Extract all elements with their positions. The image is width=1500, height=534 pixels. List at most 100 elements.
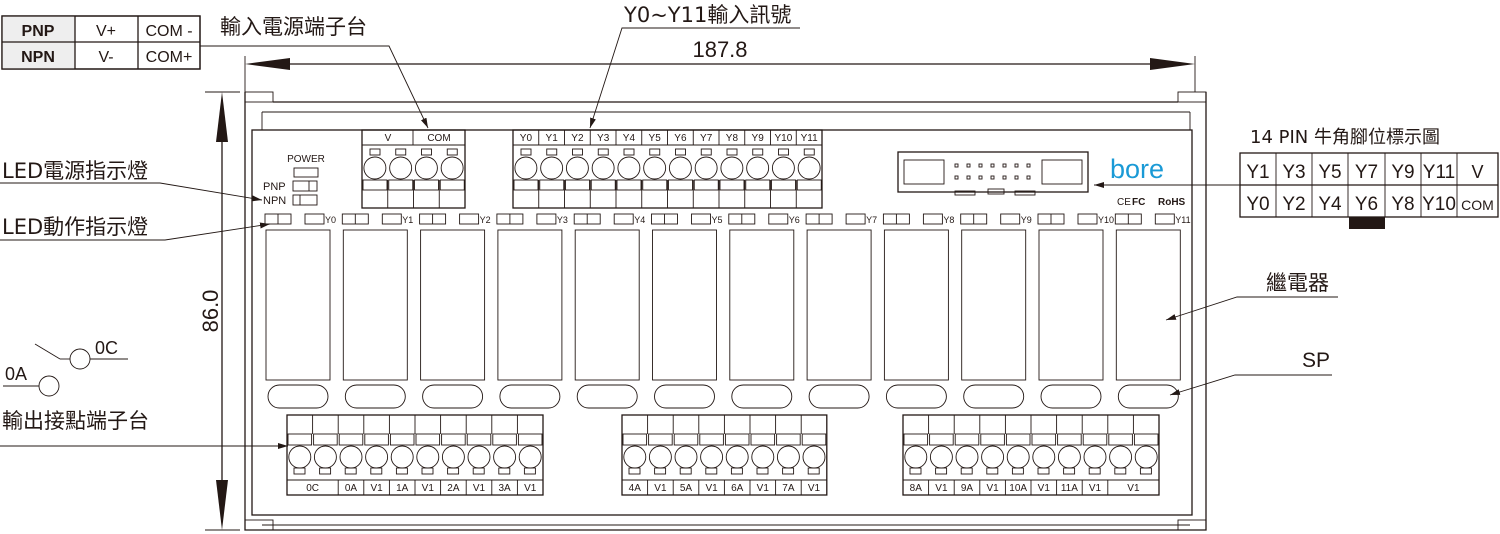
screw-hole xyxy=(416,445,440,469)
output-label: 4A xyxy=(629,483,642,494)
led-label: Y11 xyxy=(1175,215,1190,225)
terminal-lever xyxy=(801,433,827,446)
header-pin xyxy=(1014,163,1019,168)
terminal-led xyxy=(395,467,408,475)
relay xyxy=(497,229,563,381)
pnp-led-label: PNP xyxy=(263,181,286,193)
terminal-led xyxy=(421,467,434,475)
screw-hole xyxy=(540,156,564,180)
relay xyxy=(1115,229,1181,381)
terminal-led xyxy=(628,467,641,475)
terminal-lever xyxy=(388,179,414,191)
terminal-lever xyxy=(1057,433,1082,446)
screw-hole xyxy=(668,156,692,180)
terminal-lever xyxy=(590,179,616,191)
output-label: 11A xyxy=(1061,483,1078,494)
terminal-led xyxy=(935,467,948,475)
screw-hole xyxy=(981,445,1005,469)
terminal-led xyxy=(756,467,769,475)
output-label: V1 xyxy=(986,483,999,494)
relay-channel-3: Y3 xyxy=(496,213,568,409)
led-pad xyxy=(304,213,325,225)
screw-hole xyxy=(365,445,389,469)
screw-hole xyxy=(1083,445,1107,469)
screw-hole xyxy=(694,156,718,180)
terminal-lever xyxy=(492,433,517,446)
terminal-led xyxy=(498,467,511,475)
terminal-lever xyxy=(954,433,980,446)
terminal-lever xyxy=(642,179,668,191)
terminal-led xyxy=(344,467,357,475)
header-pin xyxy=(978,163,983,168)
led-label: Y7 xyxy=(866,215,877,225)
terminal-led xyxy=(370,467,383,475)
screw-hole xyxy=(1057,445,1081,469)
output-label: V1 xyxy=(808,483,821,494)
terminal-lever xyxy=(313,433,338,446)
callout-output-terminal: 輸出接點端子台 xyxy=(2,409,149,433)
cert-fc: FC xyxy=(1132,197,1145,208)
terminal-lever xyxy=(1031,433,1057,446)
terminal-led xyxy=(726,148,738,156)
relay-channel-10: Y10 xyxy=(1037,213,1114,409)
terminal-lever xyxy=(693,179,719,191)
header-pin xyxy=(1026,175,1031,180)
screw-hole xyxy=(617,156,641,180)
screw-hole xyxy=(390,445,414,469)
relay-channel-9: Y9 xyxy=(960,213,1032,409)
npn-led-label: NPN xyxy=(263,195,286,207)
screw-hole xyxy=(720,156,744,180)
terminal-led xyxy=(572,148,583,156)
screw-hole xyxy=(518,445,542,469)
terminal-led xyxy=(752,148,764,156)
header-pin xyxy=(990,175,995,180)
relay xyxy=(265,229,331,381)
terminal-lever xyxy=(287,433,313,446)
terminal-led xyxy=(675,148,686,156)
power-leds: POWER PNP NPN xyxy=(263,154,325,207)
relay-channel-11: Y11 xyxy=(1114,213,1191,409)
output-label: V1 xyxy=(370,483,383,494)
terminal-lever xyxy=(719,179,745,191)
npn-com: COM+ xyxy=(146,49,193,66)
width-value: 187.8 xyxy=(692,37,747,62)
screw-hole xyxy=(313,445,337,469)
callout-input-power: 輸入電源端子台 xyxy=(220,15,367,39)
output-label: V1 xyxy=(654,483,667,494)
screw-hole xyxy=(339,445,363,469)
terminal-lever xyxy=(929,433,954,446)
screw-hole xyxy=(591,156,615,180)
input-label: Y4 xyxy=(623,133,636,144)
output-label: V1 xyxy=(705,483,718,494)
header-pin xyxy=(954,175,959,180)
sp-oval xyxy=(808,384,870,409)
contact-symbol: 0C 0A xyxy=(3,338,128,397)
terminal-lever xyxy=(362,179,388,191)
sp-oval xyxy=(267,384,329,409)
relay xyxy=(883,229,949,381)
screw-hole xyxy=(440,156,464,180)
terminal-lever xyxy=(1108,433,1133,446)
input-label: Y8 xyxy=(726,133,739,144)
pin-top: Y1 xyxy=(1246,162,1269,183)
relay xyxy=(1038,229,1104,381)
sp-oval xyxy=(731,384,793,409)
terminal-lever xyxy=(466,433,492,446)
screw-hole xyxy=(751,445,775,469)
output-label: V1 xyxy=(757,483,770,494)
terminal-led xyxy=(421,148,432,156)
pnp-v: V+ xyxy=(96,23,116,40)
output-label: 6A xyxy=(731,483,744,494)
pnp-label: PNP xyxy=(22,23,55,40)
terminal-lever xyxy=(745,179,771,191)
output-label: V1 xyxy=(1089,483,1102,494)
terminal-led xyxy=(654,467,667,475)
terminal-led xyxy=(782,467,795,475)
terminal-lever xyxy=(338,433,364,446)
relay-channel-1: Y1 xyxy=(341,213,413,409)
terminal-com-label: COM xyxy=(427,133,450,144)
relay-channel-5: Y5 xyxy=(651,213,723,409)
pin-bottom: Y6 xyxy=(1355,194,1378,215)
